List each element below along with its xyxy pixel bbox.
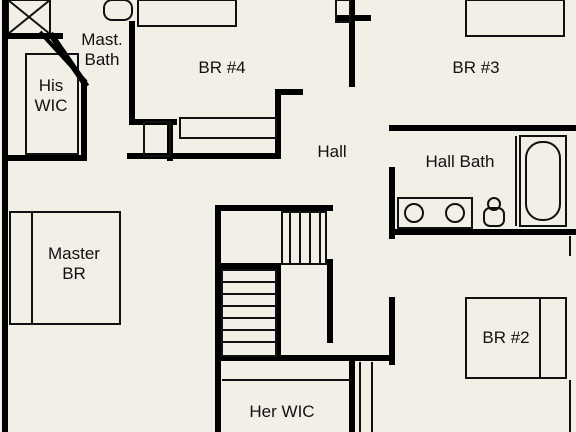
room-label-mast-bath-line2: Bath: [84, 50, 120, 69]
room-label-his-wic: His WIC: [28, 76, 74, 116]
br3-closet: [465, 0, 565, 37]
room-label-her-wic: Her WIC: [249, 402, 315, 421]
master-bath-door: [38, 30, 88, 84]
master-toilet: [103, 0, 133, 21]
room-label-br4: BR #4: [198, 58, 246, 77]
br4-closet: [137, 0, 237, 27]
room-label-mast-bath-line1: Mast.: [81, 30, 123, 49]
room-label-hall-bath: Hall Bath: [425, 152, 495, 171]
room-label-br3: BR #3: [452, 58, 500, 77]
room-label-master-br-line2: BR: [62, 264, 86, 283]
room-label-master-br: Master BR: [36, 244, 112, 284]
room-label-master-br-line1: Master: [48, 244, 100, 263]
fixtures: [9, 0, 571, 432]
room-label-mast-bath: Mast. Bath: [74, 30, 130, 70]
room-label-his-wic-line2: WIC: [34, 96, 68, 115]
room-label-his-wic-line1: His: [38, 76, 64, 95]
room-label-hall: Hall: [317, 142, 347, 161]
room-label-br2: BR #2: [482, 328, 530, 347]
